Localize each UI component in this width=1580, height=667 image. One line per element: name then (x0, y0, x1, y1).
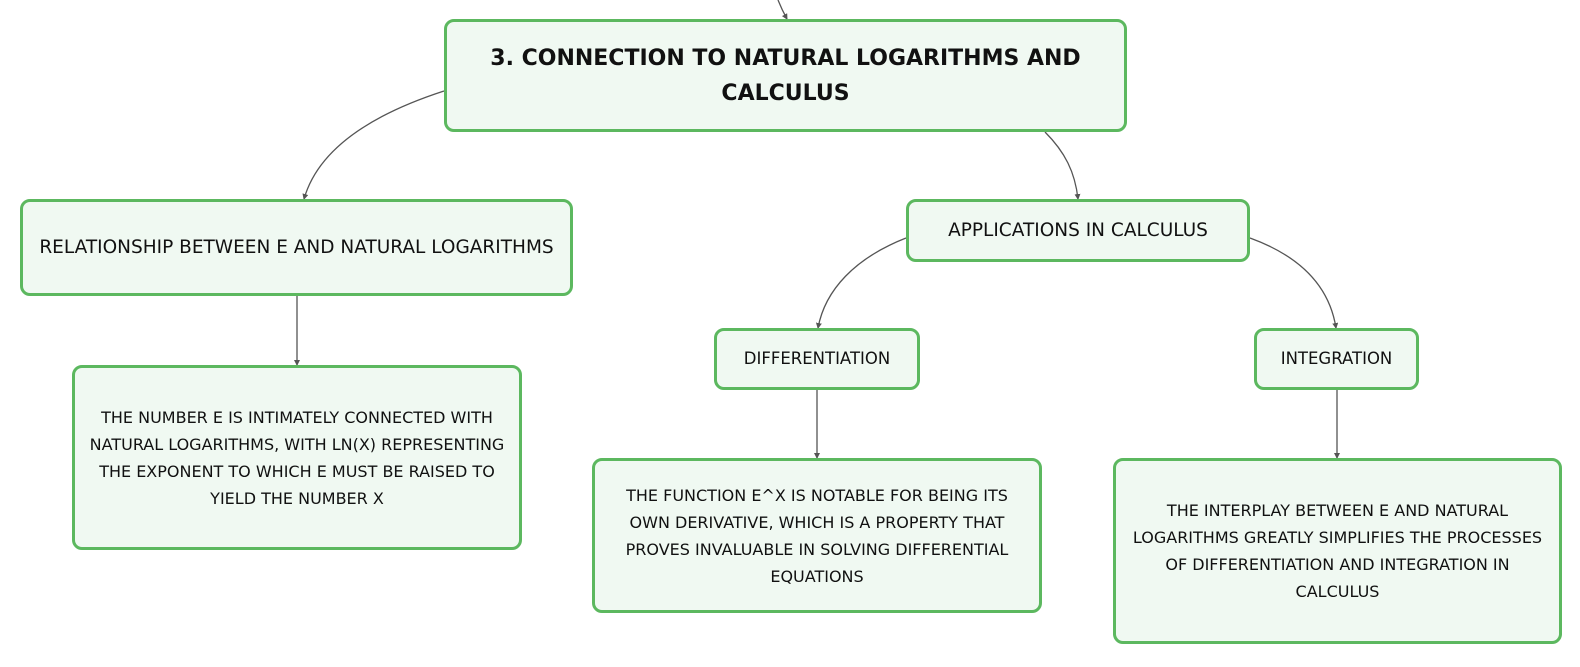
root-node-label: 3. CONNECTION TO NATURAL LOGARITHMS AND … (490, 45, 1081, 106)
relationship-node[interactable]: RELATIONSHIP BETWEEN E AND NATURAL LOGAR… (20, 199, 573, 296)
applications-node-label: APPLICATIONS IN CALCULUS (948, 219, 1208, 241)
applications-node[interactable]: APPLICATIONS IN CALCULUS (906, 199, 1250, 262)
connector-root-to-applications (1044, 131, 1081, 200)
connector-root-to-relationship (302, 90, 445, 200)
differentiation-node[interactable]: DIFFERENTIATION (714, 328, 920, 390)
integration-node-label: INTEGRATION (1280, 349, 1393, 368)
connector-parent-to-root (777, 0, 788, 20)
relationship-detail-text: THE NUMBER E IS INTIMATELY CONNECTED WIT… (89, 407, 505, 508)
connector-applications-to-integration (1249, 237, 1339, 329)
integration-detail-text: THE INTERPLAY BETWEEN E AND NATURAL LOGA… (1132, 501, 1543, 601)
relationship-detail-node[interactable]: THE NUMBER E IS INTIMATELY CONNECTED WIT… (72, 365, 522, 550)
connector-applications-to-differentiation (815, 237, 907, 329)
root-node[interactable]: 3. CONNECTION TO NATURAL LOGARITHMS AND … (444, 19, 1127, 132)
integration-node[interactable]: INTEGRATION (1254, 328, 1419, 390)
differentiation-node-label: DIFFERENTIATION (743, 349, 891, 368)
differentiation-detail-text: THE FUNCTION E^X IS NOTABLE FOR BEING IT… (625, 485, 1009, 586)
differentiation-detail-node[interactable]: THE FUNCTION E^X IS NOTABLE FOR BEING IT… (592, 458, 1042, 613)
integration-detail-node[interactable]: THE INTERPLAY BETWEEN E AND NATURAL LOGA… (1113, 458, 1562, 644)
relationship-node-label: RELATIONSHIP BETWEEN E AND NATURAL LOGAR… (39, 236, 554, 258)
